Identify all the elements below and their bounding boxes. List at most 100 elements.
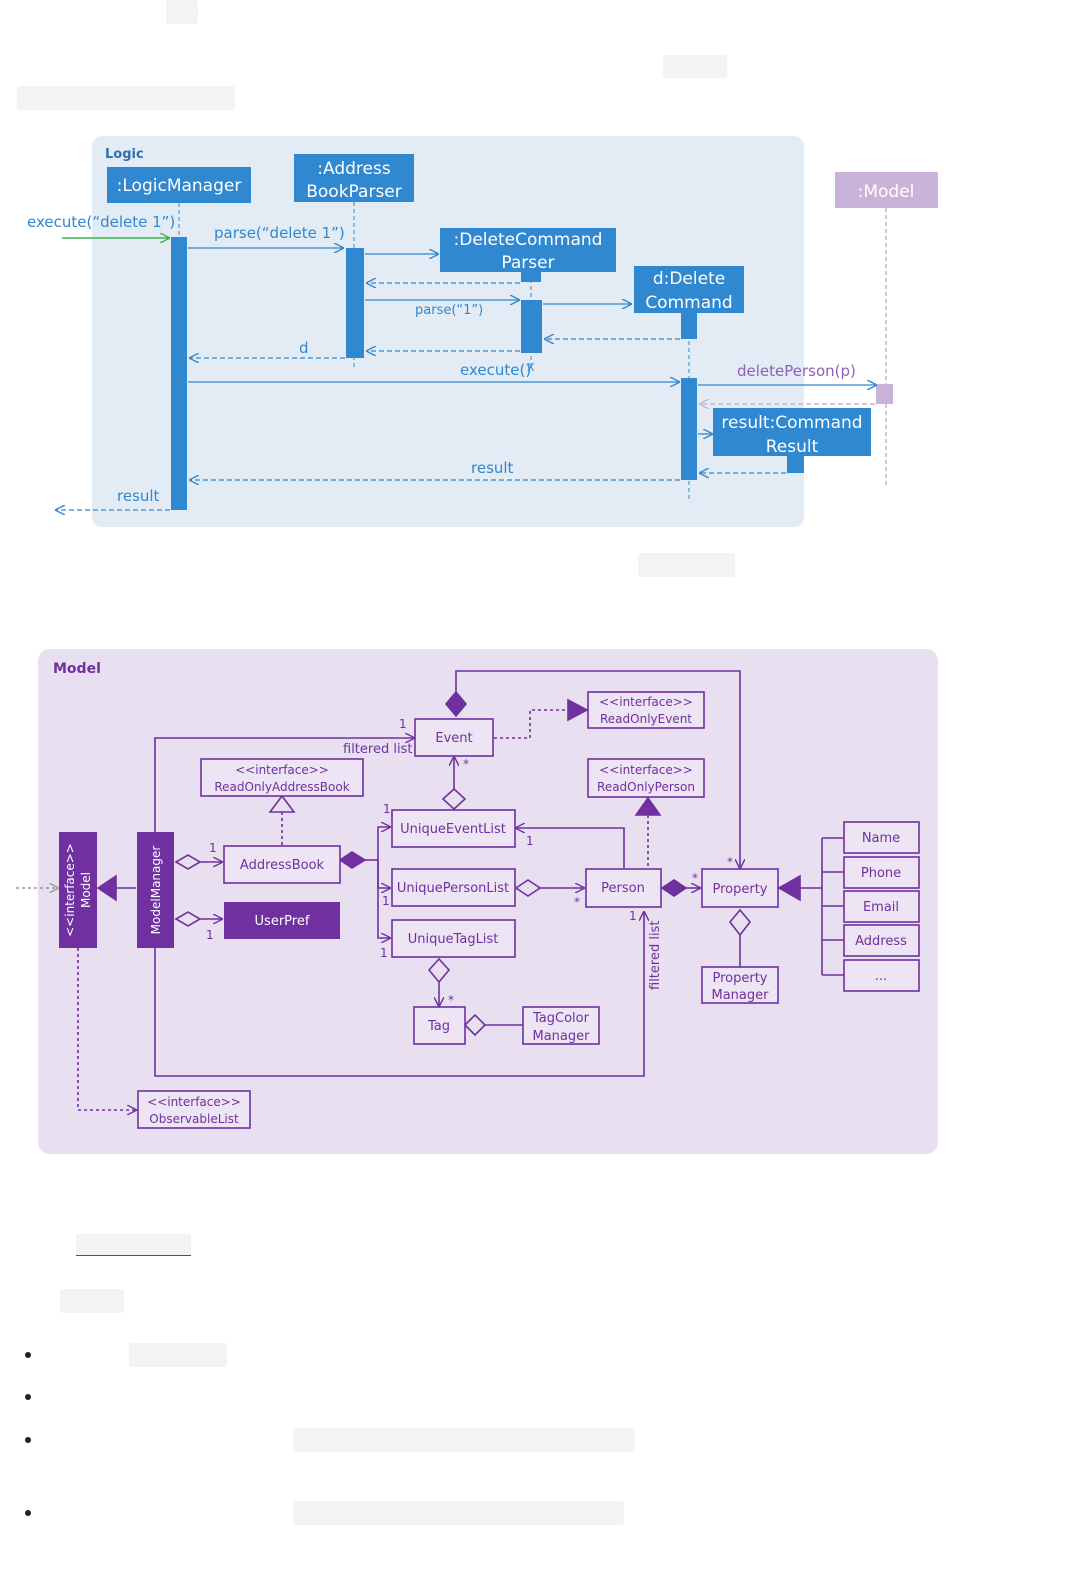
svg-text:Property: Property xyxy=(712,882,767,897)
svg-text:TagColor: TagColor xyxy=(532,1011,590,1026)
property-manager-box: Property Manager xyxy=(701,966,779,1004)
svg-text:AddressBook: AddressBook xyxy=(240,858,325,873)
more-box: ... xyxy=(843,959,920,992)
svg-text:Event: Event xyxy=(435,731,472,746)
unique-event-list-box: UniqueEventList xyxy=(391,809,516,848)
observable-list-box: <<interface>> ObservableList xyxy=(137,1090,251,1129)
unique-person-list-box: UniquePersonList xyxy=(391,868,516,907)
model-manager-box: ModelManager xyxy=(137,832,174,948)
svg-text:Name: Name xyxy=(862,831,900,846)
mult-one: 1 xyxy=(629,909,637,923)
svg-text:ModelManager: ModelManager xyxy=(149,846,163,935)
svg-text:Property: Property xyxy=(712,971,767,986)
text-placeholder xyxy=(663,55,727,78)
msg-delete-person: deletePerson(p) xyxy=(737,362,856,380)
name-box: Name xyxy=(843,821,920,854)
mult-many: * xyxy=(448,993,454,1007)
svg-text:Email: Email xyxy=(863,900,899,915)
link-placeholder[interactable] xyxy=(76,1234,191,1256)
mult-one: 1 xyxy=(206,928,214,942)
mult-one: 1 xyxy=(526,834,534,848)
unique-tag-list-box: UniqueTagList xyxy=(391,919,516,958)
svg-text:BookParser: BookParser xyxy=(306,182,402,202)
svg-text:UniqueEventList: UniqueEventList xyxy=(400,822,506,837)
msg-parse-1: parse(“1”) xyxy=(415,303,483,318)
property-box: Property xyxy=(701,868,779,908)
svg-text:<<interface>>: <<interface>> xyxy=(599,695,693,709)
text-placeholder xyxy=(60,1289,124,1313)
activation-dcp xyxy=(521,300,542,353)
label-filtered-list-vertical: filtered list xyxy=(648,921,663,990)
model-interface-box: <<interface>> Model xyxy=(59,832,97,948)
mult-one: 1 xyxy=(383,802,391,816)
text-placeholder xyxy=(293,1428,635,1452)
msg-return-result-out: result xyxy=(117,487,160,505)
list-bullet xyxy=(25,1394,31,1400)
svg-text:UserPref: UserPref xyxy=(255,914,310,929)
svg-text:d:Delete: d:Delete xyxy=(653,269,725,289)
destroy-mark: X xyxy=(527,361,535,374)
activation-dc-head xyxy=(681,313,697,339)
mult-one: 1 xyxy=(380,946,388,960)
svg-text::Address: :Address xyxy=(317,159,391,179)
list-bullet xyxy=(25,1437,31,1443)
text-placeholder xyxy=(293,1501,624,1525)
svg-text:Person: Person xyxy=(601,881,645,896)
svg-text:Address: Address xyxy=(855,934,907,949)
mult-many: * xyxy=(727,855,733,869)
lifeline-address-book-parser: :Address BookParser xyxy=(294,154,414,202)
svg-text:ObservableList: ObservableList xyxy=(149,1112,239,1126)
mult-one: 1 xyxy=(209,841,217,855)
logic-frame-label: Logic xyxy=(105,147,144,162)
svg-text:<<interface>>: <<interface>> xyxy=(235,763,329,777)
read-only-person-box: <<interface>> ReadOnlyPerson xyxy=(587,758,705,798)
activation-logic-manager xyxy=(171,237,187,510)
msg-execute: execute() xyxy=(460,361,531,379)
lifeline-delete-command: d:Delete Command xyxy=(634,266,744,313)
activation-parser xyxy=(346,248,364,358)
mult-many: * xyxy=(574,895,580,909)
address-book-box: AddressBook xyxy=(223,845,341,884)
msg-return-result: result xyxy=(471,459,514,477)
lifeline-delete-command-parser: :DeleteCommand Parser xyxy=(440,228,616,273)
mult-many: * xyxy=(692,871,698,885)
list-bullet xyxy=(25,1352,31,1358)
mult-one: 1 xyxy=(399,717,407,731)
mult-many: * xyxy=(463,757,469,771)
msg-return-d: d xyxy=(299,339,309,357)
svg-text:Manager: Manager xyxy=(533,1029,591,1044)
text-placeholder xyxy=(17,86,235,110)
activation-dcp-head xyxy=(521,272,541,282)
svg-text:Result: Result xyxy=(766,437,819,457)
svg-text::LogicManager: :LogicManager xyxy=(117,176,242,196)
svg-text::Model: :Model xyxy=(858,182,915,202)
text-placeholder xyxy=(638,553,735,577)
activation-dc xyxy=(681,378,697,480)
tag-color-manager-box: TagColor Manager xyxy=(522,1006,600,1045)
person-box: Person xyxy=(585,868,662,908)
mult-one: 1 xyxy=(382,894,390,908)
svg-text::DeleteCommand: :DeleteCommand xyxy=(454,230,603,250)
msg-execute-in: execute(“delete 1”) xyxy=(27,213,175,231)
svg-text:UniqueTagList: UniqueTagList xyxy=(408,932,499,947)
svg-text:UniquePersonList: UniquePersonList xyxy=(397,881,509,896)
svg-text:ReadOnlyPerson: ReadOnlyPerson xyxy=(597,780,695,794)
model-class-diagram: Model xyxy=(16,649,938,1154)
phone-box: Phone xyxy=(843,856,920,889)
svg-text:Command: Command xyxy=(645,293,732,313)
text-placeholder xyxy=(129,1343,227,1367)
email-box: Email xyxy=(843,890,920,923)
text-placeholder xyxy=(166,0,198,24)
lifeline-model: :Model xyxy=(835,172,938,208)
svg-text:<<interface>>: <<interface>> xyxy=(599,763,693,777)
svg-text:ReadOnlyAddressBook: ReadOnlyAddressBook xyxy=(214,780,349,794)
read-only-event-box: <<interface>> ReadOnlyEvent xyxy=(587,691,705,729)
model-frame-label: Model xyxy=(53,661,101,677)
address-box: Address xyxy=(843,924,920,957)
svg-text:Tag: Tag xyxy=(427,1019,450,1034)
tag-box: Tag xyxy=(413,1006,466,1045)
svg-text:<<interface>>: <<interface>> xyxy=(147,1095,241,1109)
read-only-address-book-box: <<interface>> ReadOnlyAddressBook xyxy=(200,758,364,797)
list-bullet xyxy=(25,1510,31,1516)
event-box: Event xyxy=(414,718,494,757)
